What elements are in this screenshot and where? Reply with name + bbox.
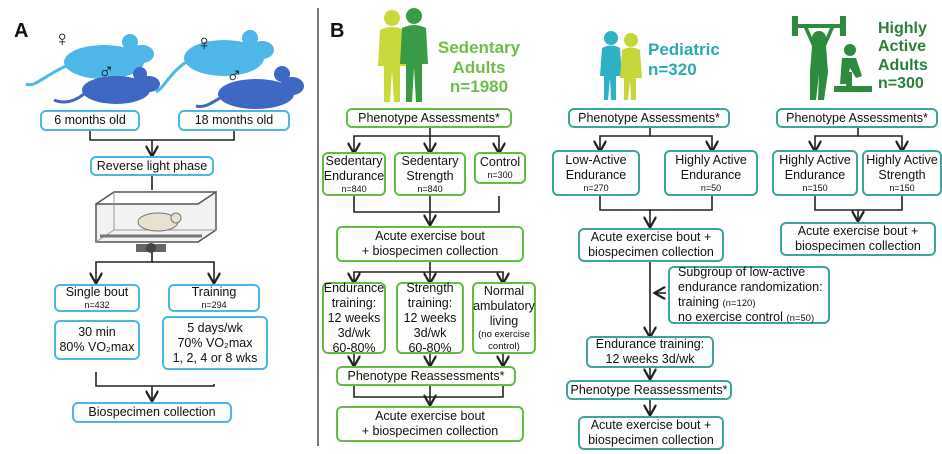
sedentary-strength-box: Sedentary Strength n=840	[394, 152, 466, 196]
panel-a-label: A	[14, 20, 29, 42]
pediatric-title: Pediatric n=320	[648, 40, 720, 79]
male-symbol: ♂	[226, 62, 243, 87]
highly-active-adults-icon	[792, 16, 872, 100]
mouse-icon	[25, 30, 304, 109]
highly-active-endurance-box: Highly Active Endurance n=50	[664, 150, 758, 196]
sedentary-acute-box: Acute exercise bout + biospecimen collec…	[336, 226, 524, 262]
reverse-light-box: Reverse light phase	[90, 156, 214, 176]
low-active-endurance-box: Low-Active Endurance n=270	[552, 150, 640, 196]
highly-active-acute-box: Acute exercise bout + biospecimen collec…	[780, 222, 936, 256]
sedentary-phenotype-box: Phenotype Assessments*	[346, 108, 512, 128]
control-box: Control n=300	[474, 152, 526, 184]
subgroup-box: Subgroup of low-active endurance randomi…	[668, 265, 830, 324]
training-detail-box: 5 days/wk 70% VO₂max 1, 2, 4 or 8 wks	[162, 316, 268, 370]
pediatric-acute2-box: Acute exercise bout + biospecimen collec…	[578, 416, 724, 450]
male-symbol: ♂	[98, 58, 115, 83]
strength-training-box: Strength training: 12 weeks 3d/wk 60-80%	[396, 281, 464, 355]
sedentary-acute2-box: Acute exercise bout + biospecimen collec…	[336, 406, 524, 442]
sedentary-endurance-box: Sedentary Endurance n=840	[322, 152, 386, 196]
highly-active-strength-box: Highly Active Strength n=150	[862, 150, 942, 196]
endurance-training-box: Endurance training: 12 weeks 3d/wk 60-80…	[322, 280, 386, 355]
single-bout-box: Single bout n=432	[54, 284, 140, 312]
pediatric-endurance-training-box: Endurance training: 12 weeks 3d/wk	[586, 336, 714, 368]
highly-active-phenotype-box: Phenotype Assessments*	[776, 108, 938, 128]
treadmill-icon	[95, 190, 217, 253]
sedentary-title: Sedentary Adults n=1980	[437, 38, 521, 97]
biospecimen-collection-box: Biospecimen collection	[72, 402, 232, 423]
pediatric-phenotype-box: Phenotype Assessments*	[568, 108, 730, 128]
pediatric-reassess-box: Phenotype Reassessments*	[566, 380, 732, 400]
pediatric-acute-box: Acute exercise bout + biospecimen collec…	[578, 228, 724, 262]
sedentary-adults-icon	[378, 8, 428, 102]
normal-living-box: Normal ambulatory living (no exercise co…	[472, 282, 536, 354]
female-symbol: ♀	[196, 30, 213, 55]
pediatric-icon	[600, 31, 642, 100]
single-bout-detail-box: 30 min 80% VO₂max	[54, 320, 140, 360]
training-box: Training n=294	[168, 284, 260, 312]
age-6-months-box: 6 months old	[40, 110, 140, 131]
sedentary-reassess-box: Phenotype Reassessments*	[336, 366, 516, 386]
female-symbol: ♀	[54, 26, 71, 51]
highly-active-title: Highly Active Adults n=300	[878, 20, 928, 93]
age-18-months-box: 18 months old	[178, 110, 290, 131]
panel-b-label: B	[330, 20, 345, 42]
highly-active-endurance-adult-box: Highly Active Endurance n=150	[772, 150, 858, 196]
